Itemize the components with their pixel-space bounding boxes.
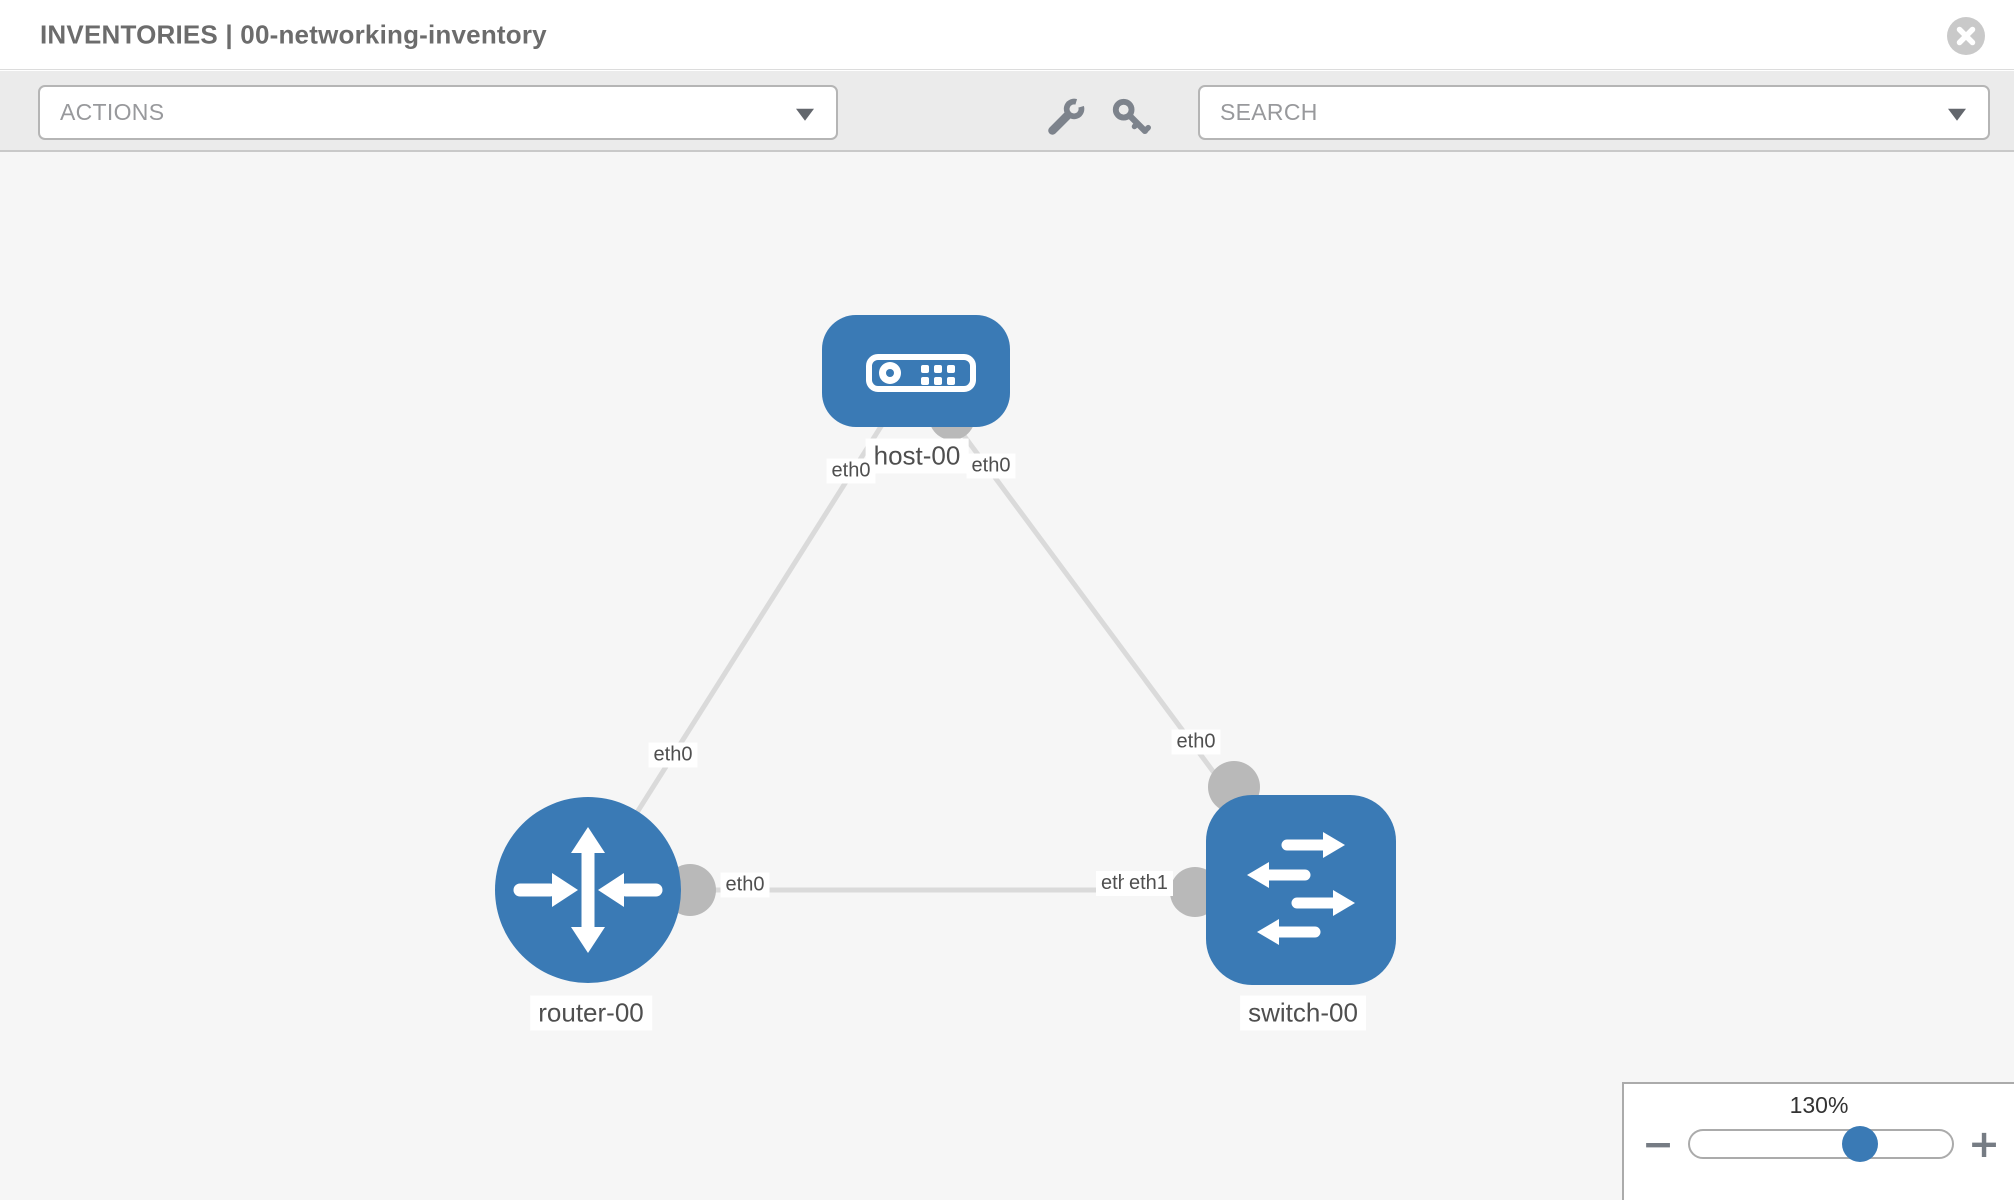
actions-dropdown-label: ACTIONS (60, 99, 165, 125)
zoom-control-panel: 130% − + (1622, 1082, 2014, 1200)
topology-canvas[interactable]: host-00 router-00 switch-00 eth0 eth0 et… (0, 152, 2014, 1200)
search-dropdown-label: SEARCH (1220, 99, 1318, 125)
node-host-00[interactable] (822, 315, 1010, 427)
page-title: INVENTORIES | 00-networking-inventory (40, 19, 547, 49)
interface-label-switch-left: eth1 (1124, 871, 1173, 896)
toolbar: ACTIONS SEARCH (0, 71, 2014, 152)
interface-label-router-right: eth0 (720, 872, 770, 898)
zoom-out-button[interactable]: − (1634, 1124, 1682, 1164)
key-icon (1112, 98, 1151, 135)
node-label-switch: switch-00 (1240, 995, 1366, 1031)
interface-label-router-uplink: eth0 (648, 742, 698, 768)
node-switch-00[interactable] (1206, 795, 1396, 985)
zoom-slider-track[interactable] (1688, 1126, 1954, 1162)
node-router-00[interactable] (495, 797, 681, 983)
wrench-icon (1048, 93, 1089, 135)
switch-icon (1247, 832, 1355, 945)
search-dropdown[interactable]: SEARCH (1198, 85, 1990, 140)
credentials-button[interactable] (1109, 95, 1153, 139)
node-label-router: router-00 (530, 995, 652, 1031)
zoom-level-value: 130% (1789, 1092, 1849, 1118)
actions-dropdown[interactable]: ACTIONS (38, 85, 838, 140)
chevron-down-icon (1948, 108, 1966, 121)
interface-label-switch-uplink: eth0 (1171, 729, 1221, 755)
close-button[interactable] (1946, 16, 1986, 56)
zoom-in-button[interactable]: + (1960, 1124, 2008, 1164)
close-icon (1947, 17, 1985, 55)
link-host-router[interactable] (585, 369, 919, 892)
node-label-host: host-00 (865, 438, 969, 474)
host-icon (866, 354, 976, 392)
router-icon (513, 827, 663, 953)
zoom-slider-thumb[interactable] (1842, 1126, 1878, 1162)
configure-button[interactable] (1044, 93, 1089, 139)
interface-label-host-right: eth0 (966, 453, 1016, 479)
header: INVENTORIES | 00-networking-inventory (0, 0, 2014, 70)
chevron-down-icon (796, 108, 814, 121)
interface-label-host-left: eth0 (826, 458, 876, 484)
